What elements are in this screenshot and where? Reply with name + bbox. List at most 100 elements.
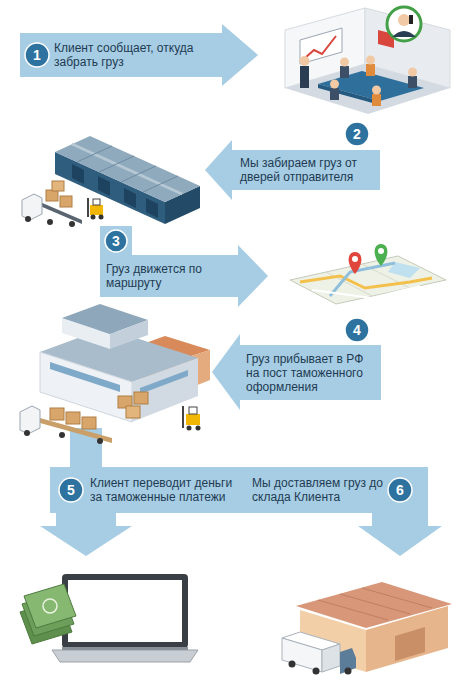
customs-terminal-illustration-part	[134, 392, 148, 404]
office-illustration-part	[330, 88, 339, 100]
customs-terminal-illustration-part	[97, 438, 103, 444]
badge-circle-shape	[388, 478, 412, 502]
payment-laptop-illustration-part	[52, 650, 198, 662]
customs-terminal-illustration-part	[189, 407, 197, 414]
route-map-illustration-part	[300, 276, 432, 288]
step-number-badge: 1	[24, 42, 50, 68]
sender-warehouse-illustration-part	[60, 196, 72, 207]
sender-warehouse-illustration-part	[25, 216, 31, 222]
sender-warehouse-illustration-part	[55, 136, 200, 202]
step-number: 2	[353, 127, 361, 141]
badge-circle-shape	[25, 43, 49, 67]
customs-terminal-illustration-part	[196, 426, 201, 431]
step-number-badge: 3	[104, 229, 128, 253]
badge-circle-shape	[345, 122, 369, 146]
payment-laptop-illustration-part	[43, 599, 57, 613]
text-area: Мы забираем груз от дверей отправителя	[240, 150, 376, 190]
customs-terminal-illustration-part	[24, 430, 30, 436]
office-illustration-part	[340, 66, 349, 78]
badge-circle-shape	[59, 478, 83, 502]
text-area: Груз движется по маршруту	[106, 258, 236, 294]
sender-warehouse-illustration-part	[99, 215, 104, 220]
customs-terminal-illustration-part	[182, 406, 184, 428]
client-warehouse-illustration-part	[322, 644, 340, 672]
step-text: Клиент сообщает, откуда забрать груз	[54, 41, 220, 69]
client-warehouse-illustration-part	[362, 588, 432, 608]
step-arrow: Мы доставляем груз до склада Клиента 6	[237, 467, 443, 557]
route-map-illustration-part	[375, 244, 388, 266]
office-illustration-part	[408, 68, 417, 77]
office-illustration-part	[305, 36, 336, 58]
customs-terminal-illustration-part	[40, 352, 132, 422]
step-text: Груз прибывает в РФ на пост таможенного …	[246, 352, 378, 394]
office-illustration-part	[318, 84, 380, 105]
customs-terminal-illustration-part	[187, 426, 192, 431]
step-number: 6	[396, 483, 404, 497]
text-area: Мы доставляем груз до склада Клиента	[252, 467, 384, 513]
sender-warehouse-illustration-part	[90, 205, 103, 215]
arrow-shape-fill	[20, 24, 258, 86]
customs-terminal-illustration	[20, 304, 210, 444]
client-warehouse-illustration-part	[313, 668, 320, 675]
step-text: Мы забираем груз от дверей отправителя	[240, 156, 376, 184]
customs-terminal-illustration-part	[186, 414, 200, 425]
route-map-illustration-part	[378, 248, 384, 254]
payment-laptop-illustration-part	[68, 580, 182, 642]
arrow-shape-fill	[212, 334, 381, 410]
sender-warehouse-illustration-part	[93, 199, 100, 205]
route-map-illustration-part	[349, 252, 362, 274]
arrow-shape-fill	[40, 467, 239, 556]
office-illustration-part	[366, 56, 375, 65]
client-warehouse-illustration-part	[340, 648, 356, 674]
badge-circle-shape	[105, 230, 127, 252]
sender-warehouse-illustration	[22, 136, 200, 227]
office-illustration-part	[372, 94, 381, 106]
sender-warehouse-illustration-part	[124, 188, 136, 208]
sender-warehouse-illustration-part	[47, 219, 53, 225]
sender-warehouse-illustration-part	[52, 181, 64, 191]
sender-warehouse-illustration-part	[72, 144, 182, 194]
route-map-illustration-part	[330, 263, 395, 296]
office-illustration-part	[392, 31, 416, 37]
sender-warehouse-illustration-part	[121, 166, 156, 182]
customs-terminal-illustration-part	[59, 432, 65, 438]
office-illustration-part	[409, 15, 413, 24]
office-illustration-part	[398, 14, 410, 26]
sender-warehouse-illustration-part	[69, 221, 75, 227]
client-warehouse-illustration-part	[289, 661, 296, 668]
customs-terminal-illustration-part	[66, 412, 80, 424]
client-warehouse-illustration-part	[282, 638, 322, 672]
office-illustration-part	[340, 58, 349, 67]
step-text: Груз движется по маршруту	[106, 262, 236, 290]
sender-warehouse-illustration-part	[22, 194, 42, 220]
route-map-illustration-part	[290, 256, 446, 304]
sender-warehouse-illustration-part	[72, 164, 84, 184]
step-number-badge: 5	[58, 477, 84, 503]
step-number-badge: 6	[387, 477, 413, 503]
step-number: 3	[112, 234, 120, 248]
office-illustration-part	[300, 66, 309, 88]
client-warehouse-illustration-part	[395, 627, 425, 661]
office-illustration-part	[366, 64, 375, 76]
text-area: Клиент сообщает, откуда забрать груз	[54, 33, 220, 77]
payment-laptop-illustration-part	[62, 647, 188, 650]
office-illustration	[285, 7, 450, 114]
customs-terminal-illustration-part	[132, 358, 198, 422]
sender-warehouse-illustration-part	[99, 156, 134, 172]
route-map-illustration-part	[312, 286, 420, 298]
step-number-badge: 4	[344, 317, 370, 343]
step-arrow: Груз прибывает в РФ на пост таможенного …	[212, 316, 382, 412]
office-illustration-part	[330, 80, 339, 89]
office-illustration-part	[408, 76, 417, 88]
client-warehouse-illustration-part	[345, 668, 352, 675]
route-map-illustration-part	[352, 256, 358, 262]
customs-terminal-illustration-part	[50, 408, 64, 420]
payment-laptop-illustration-part	[24, 584, 76, 628]
sender-warehouse-illustration-part	[98, 176, 110, 196]
client-warehouse-illustration-part	[318, 600, 388, 620]
office-illustration-part	[300, 56, 310, 66]
client-warehouse-illustration	[282, 582, 452, 675]
text-area: Груз прибывает в РФ на пост таможенного …	[246, 347, 378, 399]
sender-warehouse-illustration-part	[146, 198, 158, 218]
